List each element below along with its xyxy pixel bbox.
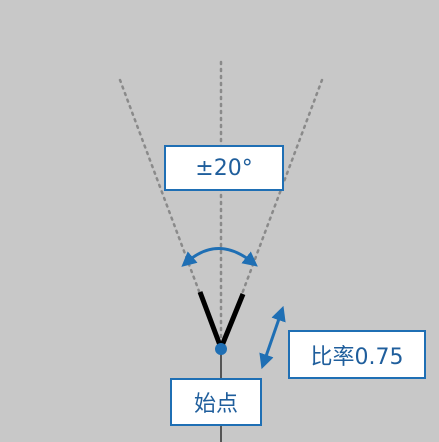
ratio-double-arrow [259, 305, 286, 370]
angle-label: ±20° [164, 145, 284, 191]
angle-arc-arrow [181, 247, 258, 267]
right-branch [218, 293, 246, 349]
start-point-label: 始点 [170, 378, 262, 426]
ratio-label: 比率0.75 [288, 330, 426, 379]
start-point-dot [215, 343, 227, 355]
left-branch [197, 291, 224, 349]
